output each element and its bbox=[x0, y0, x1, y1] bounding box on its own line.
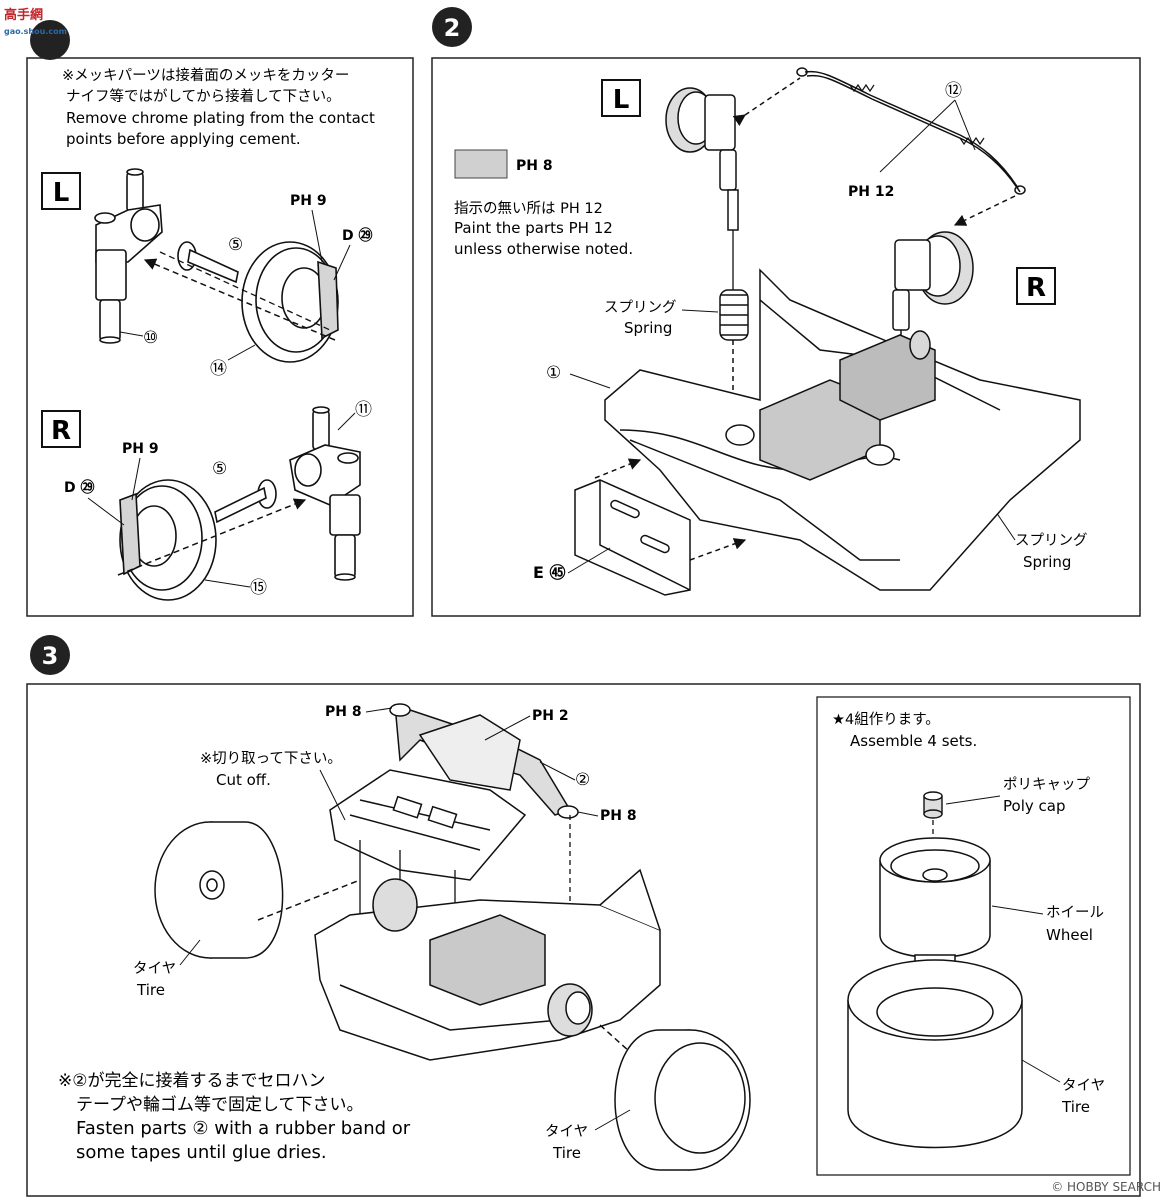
step1-left-tag-box bbox=[41, 172, 81, 210]
step3-fasten-en-2: some tapes until glue dries. bbox=[76, 1142, 327, 1163]
step1-note-en-1: Remove chrome plating from the contact bbox=[66, 109, 375, 127]
step3-ph8-b: PH 8 bbox=[600, 808, 637, 824]
inset-note-ja: ★4組作ります。 bbox=[832, 711, 940, 728]
poly-cap-drawing bbox=[923, 791, 943, 819]
step1-part5-a: ⑤ bbox=[228, 235, 243, 255]
step1-left-tag: L bbox=[53, 178, 70, 208]
step1-note-ja-1: ※メッキパーツは接着面のメッキをカッター bbox=[62, 67, 349, 84]
step3-fasten-ja-1: ※②が完全に接着するまでセロハン bbox=[58, 1071, 325, 1091]
step2-note-en-2: unless otherwise noted. bbox=[454, 240, 633, 258]
bumper-e55-drawing bbox=[574, 479, 691, 596]
step2-note-en-1: Paint the parts PH 12 bbox=[454, 219, 613, 237]
inset-tire-ja: タイヤ bbox=[1062, 1077, 1105, 1094]
step1-ph9-b: PH 9 bbox=[122, 441, 159, 457]
inset-tire-drawing bbox=[847, 959, 1023, 1149]
step3-ph8-a: PH 8 bbox=[325, 704, 362, 720]
step1-d29-a: D ㉙ bbox=[342, 227, 373, 244]
step1-note-ja-2: ナイフ等ではがしてから接着して下さい。 bbox=[66, 87, 341, 105]
step2-part12: ⑫ bbox=[945, 81, 962, 101]
step3-tire-a-ja: タイヤ bbox=[133, 960, 176, 977]
step2-right-knuckle-drawing bbox=[892, 231, 974, 331]
step1-part14: ⑭ bbox=[210, 359, 227, 379]
step2-panel: 2 L R PH 8 指示の無い所は PH 12 Paint the parts… bbox=[431, 7, 1141, 617]
step1-left-assembly-arrow bbox=[143, 258, 336, 341]
step2-part1: ① bbox=[546, 363, 561, 383]
step2-note-ja: 指示の無い所は PH 12 bbox=[454, 200, 603, 217]
step3-tire-b-en: Tire bbox=[552, 1144, 581, 1162]
step3-motor-drawing bbox=[372, 878, 593, 1037]
step1-right-tag: R bbox=[51, 416, 71, 446]
step3-tire-b-ja: タイヤ bbox=[545, 1123, 588, 1140]
step3-cut-ja: ※切り取って下さい。 bbox=[200, 750, 342, 767]
step1-part10: ⑩ bbox=[143, 328, 158, 348]
step2-right-tag: R bbox=[1026, 273, 1046, 303]
step3-cut-en: Cut off. bbox=[216, 771, 271, 789]
step3-ph2: PH 2 bbox=[532, 708, 569, 724]
step2-spring-b-ja: スプリング bbox=[1015, 532, 1088, 549]
motor-unit-drawing bbox=[725, 330, 936, 481]
step2-left-tag: L bbox=[613, 85, 630, 115]
watermark-bottom: © HOBBY SEARCH bbox=[1051, 1180, 1161, 1194]
step2-spring-a-ja: スプリング bbox=[604, 299, 677, 316]
step2-spring-a-en: Spring bbox=[624, 319, 672, 337]
step3-number: 3 bbox=[42, 642, 59, 670]
step1-right-assembly-arrow bbox=[117, 498, 307, 576]
step2-swatch-label: PH 8 bbox=[516, 158, 553, 174]
step3-fasten-ja-2: テープや輪ゴム等で固定して下さい。 bbox=[76, 1094, 363, 1115]
wheel-en: Wheel bbox=[1046, 926, 1093, 944]
watermark-text: 高手網 bbox=[4, 8, 44, 23]
spring-left-drawing bbox=[719, 289, 749, 341]
step3-panel: 3 タイヤ Tire PH 8 PH 2 ② bbox=[26, 635, 1141, 1197]
inset-note-en: Assemble 4 sets. bbox=[850, 732, 977, 750]
watermark-logo: 高手網 gao.shou.com bbox=[4, 4, 67, 38]
step1-d29-b: D ㉙ bbox=[64, 479, 95, 496]
step1-part11: ⑪ bbox=[355, 400, 372, 420]
tie-rod-12-drawing bbox=[796, 67, 1026, 195]
watermark-subtext: gao.shou.com bbox=[4, 27, 67, 36]
cutoff-deck-drawing bbox=[329, 714, 527, 881]
wheel-ja: ホイール bbox=[1046, 905, 1104, 921]
wheel-drawing bbox=[879, 837, 991, 959]
step3-fasten-en-1: Fasten parts ② with a rubber band or bbox=[76, 1118, 411, 1139]
pin-5-right-drawing bbox=[214, 479, 277, 524]
step1-part15: ⑮ bbox=[250, 578, 267, 598]
step1-panel: ※メッキパーツは接着面のメッキをカッター ナイフ等ではがしてから接着して下さい。… bbox=[26, 20, 414, 617]
step2-number: 2 bbox=[444, 14, 461, 42]
step3-part2: ② bbox=[575, 770, 590, 790]
tire-right-drawing bbox=[614, 1029, 751, 1171]
assemble-sets-inset: ★4組作ります。 Assemble 4 sets. ポリキャップ Poly ca… bbox=[816, 696, 1131, 1176]
tire-left-drawing bbox=[154, 821, 284, 959]
step2-spring-b-en: Spring bbox=[1023, 553, 1071, 571]
step1-left-guide bbox=[159, 251, 331, 331]
polycap-en: Poly cap bbox=[1003, 797, 1065, 815]
step2-ph12-label: PH 12 bbox=[848, 184, 894, 200]
inset-tire-en: Tire bbox=[1061, 1098, 1090, 1116]
knuckle-right-drawing bbox=[289, 406, 361, 581]
step1-right-tag-box bbox=[41, 410, 81, 448]
step1-note-en-2: points before applying cement. bbox=[66, 130, 301, 148]
brake-disc-14-drawing bbox=[241, 241, 339, 363]
step3-tire-a-en: Tire bbox=[136, 981, 165, 999]
knuckle-left-drawing bbox=[94, 168, 163, 344]
step1-ph9-a: PH 9 bbox=[290, 193, 327, 209]
polycap-ja: ポリキャップ bbox=[1003, 776, 1090, 793]
step2-e55: E ㊺ bbox=[533, 563, 566, 582]
step2-color-swatch bbox=[454, 149, 508, 179]
brake-disc-15-drawing bbox=[119, 479, 217, 601]
step1-part5-b: ⑤ bbox=[212, 459, 227, 479]
